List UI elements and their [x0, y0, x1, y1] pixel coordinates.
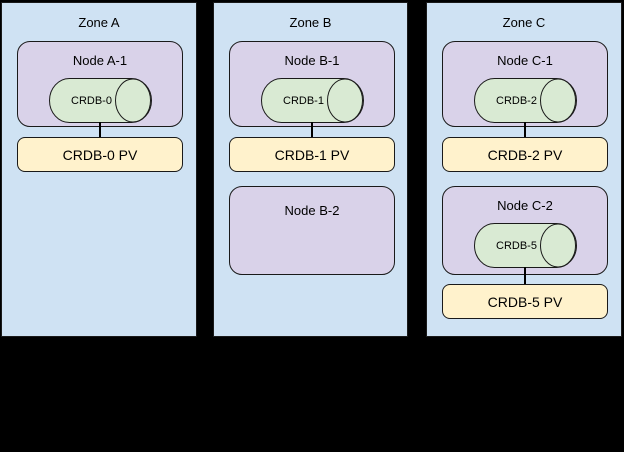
- node-b2-title: Node B-2: [284, 203, 340, 218]
- crdb-1-cylinder-icon: CRDB-1: [261, 78, 364, 123]
- node-c2-title: Node C-2: [497, 198, 553, 213]
- crdb-1-pv: CRDB-1 PV: [229, 137, 395, 172]
- node-c1-title: Node C-1: [497, 53, 553, 68]
- zone-a: Zone A Node A-1 CRDB-0 CRDB-0 PV: [1, 2, 197, 337]
- crdb-0-pv: CRDB-0 PV: [17, 137, 183, 172]
- crdb-5-cylinder-icon: CRDB-5: [474, 223, 577, 268]
- node-a1: Node A-1 CRDB-0: [17, 41, 183, 127]
- crdb-2-label: CRDB-2: [496, 94, 537, 107]
- node-a1-title: Node A-1: [72, 53, 128, 68]
- node-c1: Node C-1 CRDB-2: [442, 41, 608, 127]
- zone-c: Zone C Node C-1 CRDB-2 CRDB-2 PV Node C-…: [426, 2, 622, 337]
- zone-a-title: Zone A: [78, 15, 120, 30]
- connector-crdb2-to-pv: [524, 122, 526, 137]
- connector-crdb1-to-pv: [311, 122, 313, 137]
- crdb-5-pv: CRDB-5 PV: [442, 284, 608, 319]
- zone-c-title: Zone C: [502, 15, 546, 30]
- zone-b: Zone B Node B-1 CRDB-1 CRDB-1 PV Node B-…: [213, 2, 408, 337]
- connector-crdb0-to-pv: [99, 122, 101, 137]
- crdb-0-label: CRDB-0: [71, 94, 112, 107]
- crdb-0-cylinder-icon: CRDB-0: [49, 78, 152, 123]
- crdb-5-pv-label: CRDB-5 PV: [487, 293, 563, 310]
- node-b1-title: Node B-1: [284, 53, 340, 68]
- crdb-2-pv-label: CRDB-2 PV: [487, 146, 563, 163]
- node-b2: Node B-2: [229, 186, 395, 275]
- crdb-1-label: CRDB-1: [283, 94, 324, 107]
- crdb-1-pv-label: CRDB-1 PV: [274, 146, 350, 163]
- crdb-5-label: CRDB-5: [496, 239, 537, 252]
- zone-b-title: Zone B: [289, 15, 332, 30]
- connector-crdb5-to-pv: [524, 267, 526, 284]
- crdb-2-cylinder-icon: CRDB-2: [474, 78, 577, 123]
- node-c2: Node C-2 CRDB-5: [442, 186, 608, 275]
- crdb-0-pv-label: CRDB-0 PV: [62, 146, 138, 163]
- crdb-2-pv: CRDB-2 PV: [442, 137, 608, 172]
- node-b1: Node B-1 CRDB-1: [229, 41, 395, 127]
